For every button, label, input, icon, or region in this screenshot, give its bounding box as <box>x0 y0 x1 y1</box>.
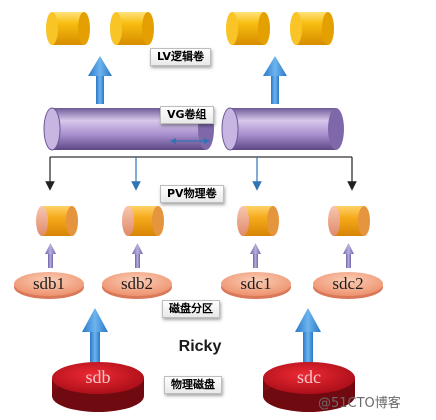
up-arrow-icon <box>88 56 112 104</box>
partition-disc <box>221 272 291 299</box>
up-arrow-icon <box>250 243 261 268</box>
pv-cylinder <box>237 206 279 236</box>
watermark: @51CTO博客 <box>318 396 401 411</box>
pv-cylinder <box>328 206 370 236</box>
up-arrow-icon <box>45 243 56 268</box>
pv-cylinder <box>36 206 78 236</box>
vg-tube <box>221 107 344 151</box>
partition-label: sdb1 <box>32 274 66 293</box>
up-arrow-icon <box>132 243 143 268</box>
pv-cylinder <box>122 206 164 236</box>
partition-disc <box>313 272 383 299</box>
pv-layer-label: PV物理卷 <box>160 185 224 203</box>
partition-label: sdc1 <box>240 274 272 293</box>
physical-disk <box>52 362 144 412</box>
author-name: Ricky <box>178 338 222 355</box>
up-arrow-icon <box>82 308 108 364</box>
partition-disc <box>14 272 84 299</box>
partition-label: sdc2 <box>332 274 364 293</box>
double-arrow-icon <box>170 138 210 144</box>
disk-layer-label: 物理磁盘 <box>164 376 222 394</box>
up-arrow-icon <box>343 243 354 268</box>
lv-layer-label: LV逻辑卷 <box>150 48 212 66</box>
partition-label: sdb2 <box>120 274 154 293</box>
up-arrow-icon <box>295 308 321 364</box>
partition-disc <box>102 272 172 299</box>
vg-to-pv-connector <box>45 156 357 191</box>
lv-cylinder <box>46 12 90 45</box>
partition-layer-label: 磁盘分区 <box>162 300 220 318</box>
disk-label: sdc <box>297 367 321 387</box>
up-arrow-icon <box>263 56 287 104</box>
physical-disk <box>263 362 355 412</box>
lv-cylinder <box>290 12 334 45</box>
disk-label: sdb <box>85 367 111 387</box>
lv-cylinder <box>110 12 154 45</box>
lv-cylinder <box>226 12 270 45</box>
vg-layer-label: VG卷组 <box>160 106 214 124</box>
